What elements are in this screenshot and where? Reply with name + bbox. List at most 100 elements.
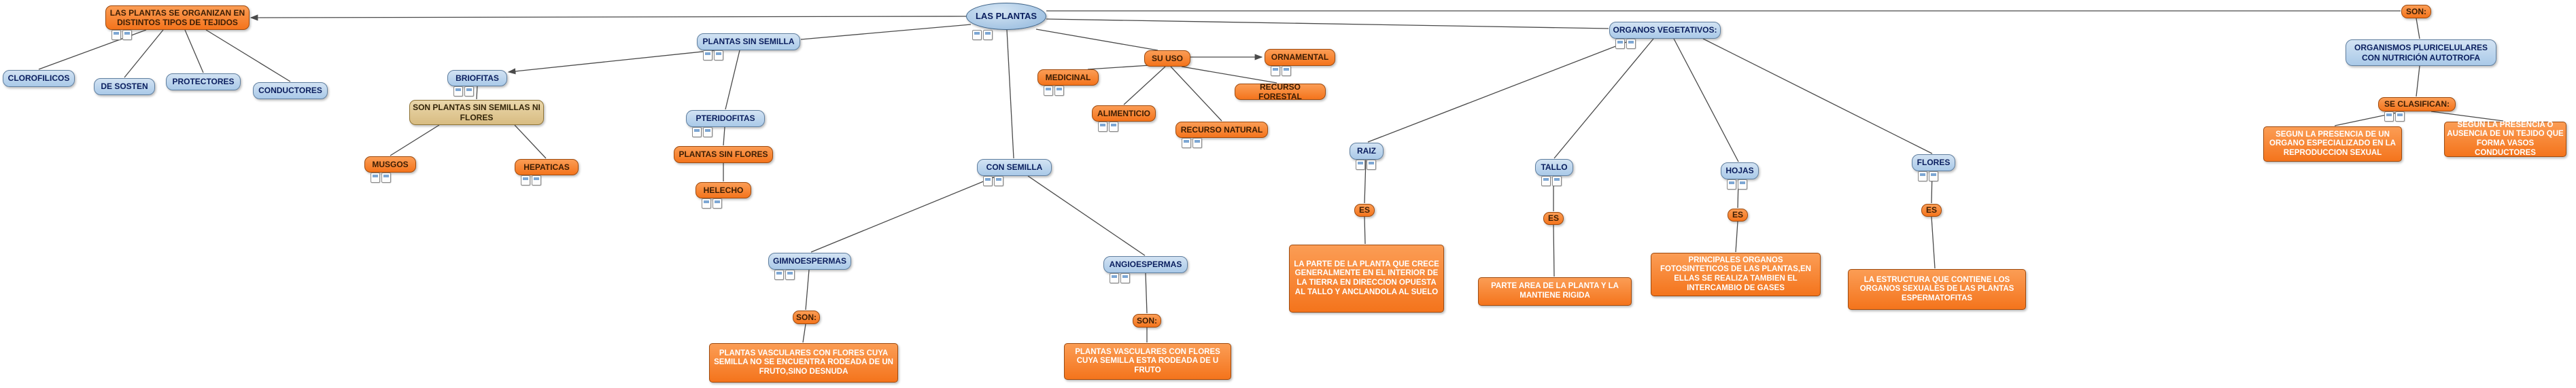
resource-icon-group[interactable] (774, 270, 795, 280)
resource-icon[interactable] (703, 127, 712, 137)
resource-icon[interactable] (2395, 111, 2405, 122)
resource-icon-group[interactable] (1098, 122, 1118, 132)
resource-icon-group[interactable] (702, 198, 722, 209)
concept-node-gimnoespermas[interactable]: GIMNOESPERMAS (768, 253, 851, 280)
resource-icon[interactable] (371, 173, 380, 183)
resource-icon-group[interactable] (521, 175, 541, 186)
concept-node-es-tallo[interactable]: ES (1543, 212, 1564, 225)
concept-node-plantas-sin-flores[interactable]: PLANTAS SIN FLORES (674, 146, 773, 163)
resource-icon-group[interactable] (2384, 111, 2405, 122)
concept-node-con-semilla[interactable]: CON SEMILLA (977, 159, 1052, 186)
resource-icon[interactable] (122, 30, 132, 40)
resource-icon-group[interactable] (703, 50, 723, 60)
resource-icon[interactable] (972, 30, 982, 40)
concept-node-tallo[interactable]: TALLO (1535, 159, 1573, 186)
resource-icon[interactable] (1271, 66, 1280, 76)
resource-icon[interactable] (1552, 176, 1562, 186)
resource-icon-group[interactable] (1044, 86, 1064, 96)
resource-icon[interactable] (1044, 86, 1053, 96)
concept-node-raiz-desc[interactable]: LA PARTE DE LA PLANTA QUE CRECE GENERALM… (1289, 245, 1444, 313)
resource-icon[interactable] (785, 270, 795, 280)
resource-icon-group[interactable] (111, 30, 132, 40)
concept-node-gimno-desc[interactable]: PLANTAS VASCULARES CON FLORES CUYA SEMIL… (709, 343, 898, 383)
resource-icon[interactable] (1738, 179, 1747, 190)
resource-icon-group[interactable] (692, 127, 712, 137)
concept-node-segun-tejido[interactable]: SEGUN LA PRESENCIA O AUSENCIA DE UN TEJI… (2444, 121, 2566, 157)
resource-icon-group[interactable] (1110, 273, 1130, 283)
concept-node-son-gimno[interactable]: SON: (793, 311, 820, 324)
resource-icon[interactable] (1615, 39, 1625, 49)
resource-icon[interactable] (1110, 273, 1119, 283)
resource-icon[interactable] (1054, 86, 1064, 96)
concept-node-angioespermas[interactable]: ANGIOESPERMAS (1103, 256, 1188, 283)
concept-node-pteridofitas[interactable]: PTERIDOFITAS (686, 110, 765, 137)
concept-node-son-right[interactable]: SON: (2401, 5, 2431, 18)
resource-icon[interactable] (1182, 138, 1191, 148)
concept-node-son-angio[interactable]: SON: (1133, 314, 1161, 328)
concept-node-son-plantas-sin-semillas[interactable]: SON PLANTAS SIN SEMILLAS NI FLORES (409, 100, 544, 125)
resource-icon[interactable] (1541, 176, 1551, 186)
concept-node-ornamental[interactable]: ORNAMENTAL (1265, 49, 1335, 76)
concept-node-su-uso[interactable]: SU USO (1144, 50, 1190, 67)
resource-icon-group[interactable] (453, 86, 474, 96)
concept-node-de-sosten[interactable]: DE SOSTEN (94, 78, 155, 95)
resource-icon-group[interactable] (1615, 39, 1636, 49)
concept-node-tallo-desc[interactable]: PARTE AREA DE LA PLANTA Y LA MANTIENE RI… (1478, 277, 1632, 306)
concept-node-root[interactable]: LAS PLANTAS (966, 3, 1046, 40)
resource-icon[interactable] (994, 176, 1003, 186)
resource-icon[interactable] (1356, 160, 1365, 170)
resource-icon[interactable] (1282, 66, 1291, 76)
resource-icon[interactable] (1918, 171, 1927, 181)
resource-icon[interactable] (1120, 273, 1130, 283)
resource-icon[interactable] (453, 86, 463, 96)
concept-node-es-raiz[interactable]: ES (1354, 204, 1375, 217)
concept-node-flores-desc[interactable]: LA ESTRUCTURA QUE CONTIENE LOS ORGANOS S… (1848, 269, 2026, 310)
resource-icon-group[interactable] (371, 173, 391, 183)
concept-node-es-flores[interactable]: ES (1921, 204, 1942, 217)
concept-node-hojas-desc[interactable]: PRINCIPALES ORGANOS FOTOSINTETICOS DE LA… (1651, 253, 1821, 296)
resource-icon[interactable] (532, 175, 541, 186)
resource-icon[interactable] (1367, 160, 1376, 170)
resource-icon[interactable] (983, 176, 993, 186)
resource-icon-group[interactable] (983, 176, 1003, 186)
concept-node-recurso-natural[interactable]: RECURSO NATURAL (1175, 122, 1268, 148)
resource-icon[interactable] (714, 50, 723, 60)
resource-icon-group[interactable] (1271, 66, 1291, 76)
resource-icon[interactable] (111, 30, 121, 40)
concept-node-flores[interactable]: FLORES (1912, 154, 1955, 181)
concept-node-protectores[interactable]: PROTECTORES (166, 73, 241, 90)
concept-node-organos-vegetativos[interactable]: ORGANOS VEGETATIVOS: (1609, 22, 1721, 49)
concept-node-tejidos[interactable]: LAS PLANTAS SE ORGANIZAN EN DISTINTOS TI… (105, 5, 250, 40)
resource-icon[interactable] (464, 86, 474, 96)
concept-node-plantas-sin-semilla[interactable]: PLANTAS SIN SEMILLA (697, 33, 800, 60)
resource-icon[interactable] (1109, 122, 1118, 132)
concept-node-angio-desc[interactable]: PLANTAS VASCULARES CON FLORES CUYA SEMIL… (1064, 343, 1231, 380)
resource-icon[interactable] (1098, 122, 1107, 132)
resource-icon[interactable] (1626, 39, 1636, 49)
resource-icon-group[interactable] (1727, 179, 1747, 190)
concept-node-medicinal[interactable]: MEDICINAL (1037, 69, 1099, 96)
resource-icon[interactable] (381, 173, 391, 183)
concept-node-se-clasifican[interactable]: SE CLASIFICAN: (2378, 97, 2456, 122)
resource-icon[interactable] (703, 50, 712, 60)
concept-node-hepaticas[interactable]: HEPATICAS (515, 159, 579, 186)
concept-node-helecho[interactable]: HELECHO (695, 182, 751, 209)
resource-icon[interactable] (1192, 138, 1202, 148)
concept-node-raiz[interactable]: RAIZ (1350, 143, 1384, 170)
concept-node-es-hojas[interactable]: ES (1728, 209, 1748, 222)
resource-icon[interactable] (2384, 111, 2394, 122)
resource-icon[interactable] (774, 270, 784, 280)
concept-node-clorofilicos[interactable]: CLOROFILICOS (3, 70, 75, 87)
resource-icon[interactable] (1929, 171, 1938, 181)
resource-icon[interactable] (712, 198, 722, 209)
resource-icon-group[interactable] (1541, 176, 1562, 186)
resource-icon-group[interactable] (1182, 138, 1202, 148)
resource-icon-group[interactable] (1918, 171, 1938, 181)
resource-icon-group[interactable] (972, 30, 993, 40)
concept-node-organismos[interactable]: ORGANISMOS PLURICELULARES CON NUTRICIÓN … (2346, 39, 2496, 66)
concept-node-briofitas[interactable]: BRIOFITAS (447, 70, 507, 96)
resource-icon[interactable] (521, 175, 530, 186)
resource-icon-group[interactable] (1356, 160, 1376, 170)
resource-icon[interactable] (692, 127, 702, 137)
concept-node-conductores[interactable]: CONDUCTORES (253, 82, 328, 99)
